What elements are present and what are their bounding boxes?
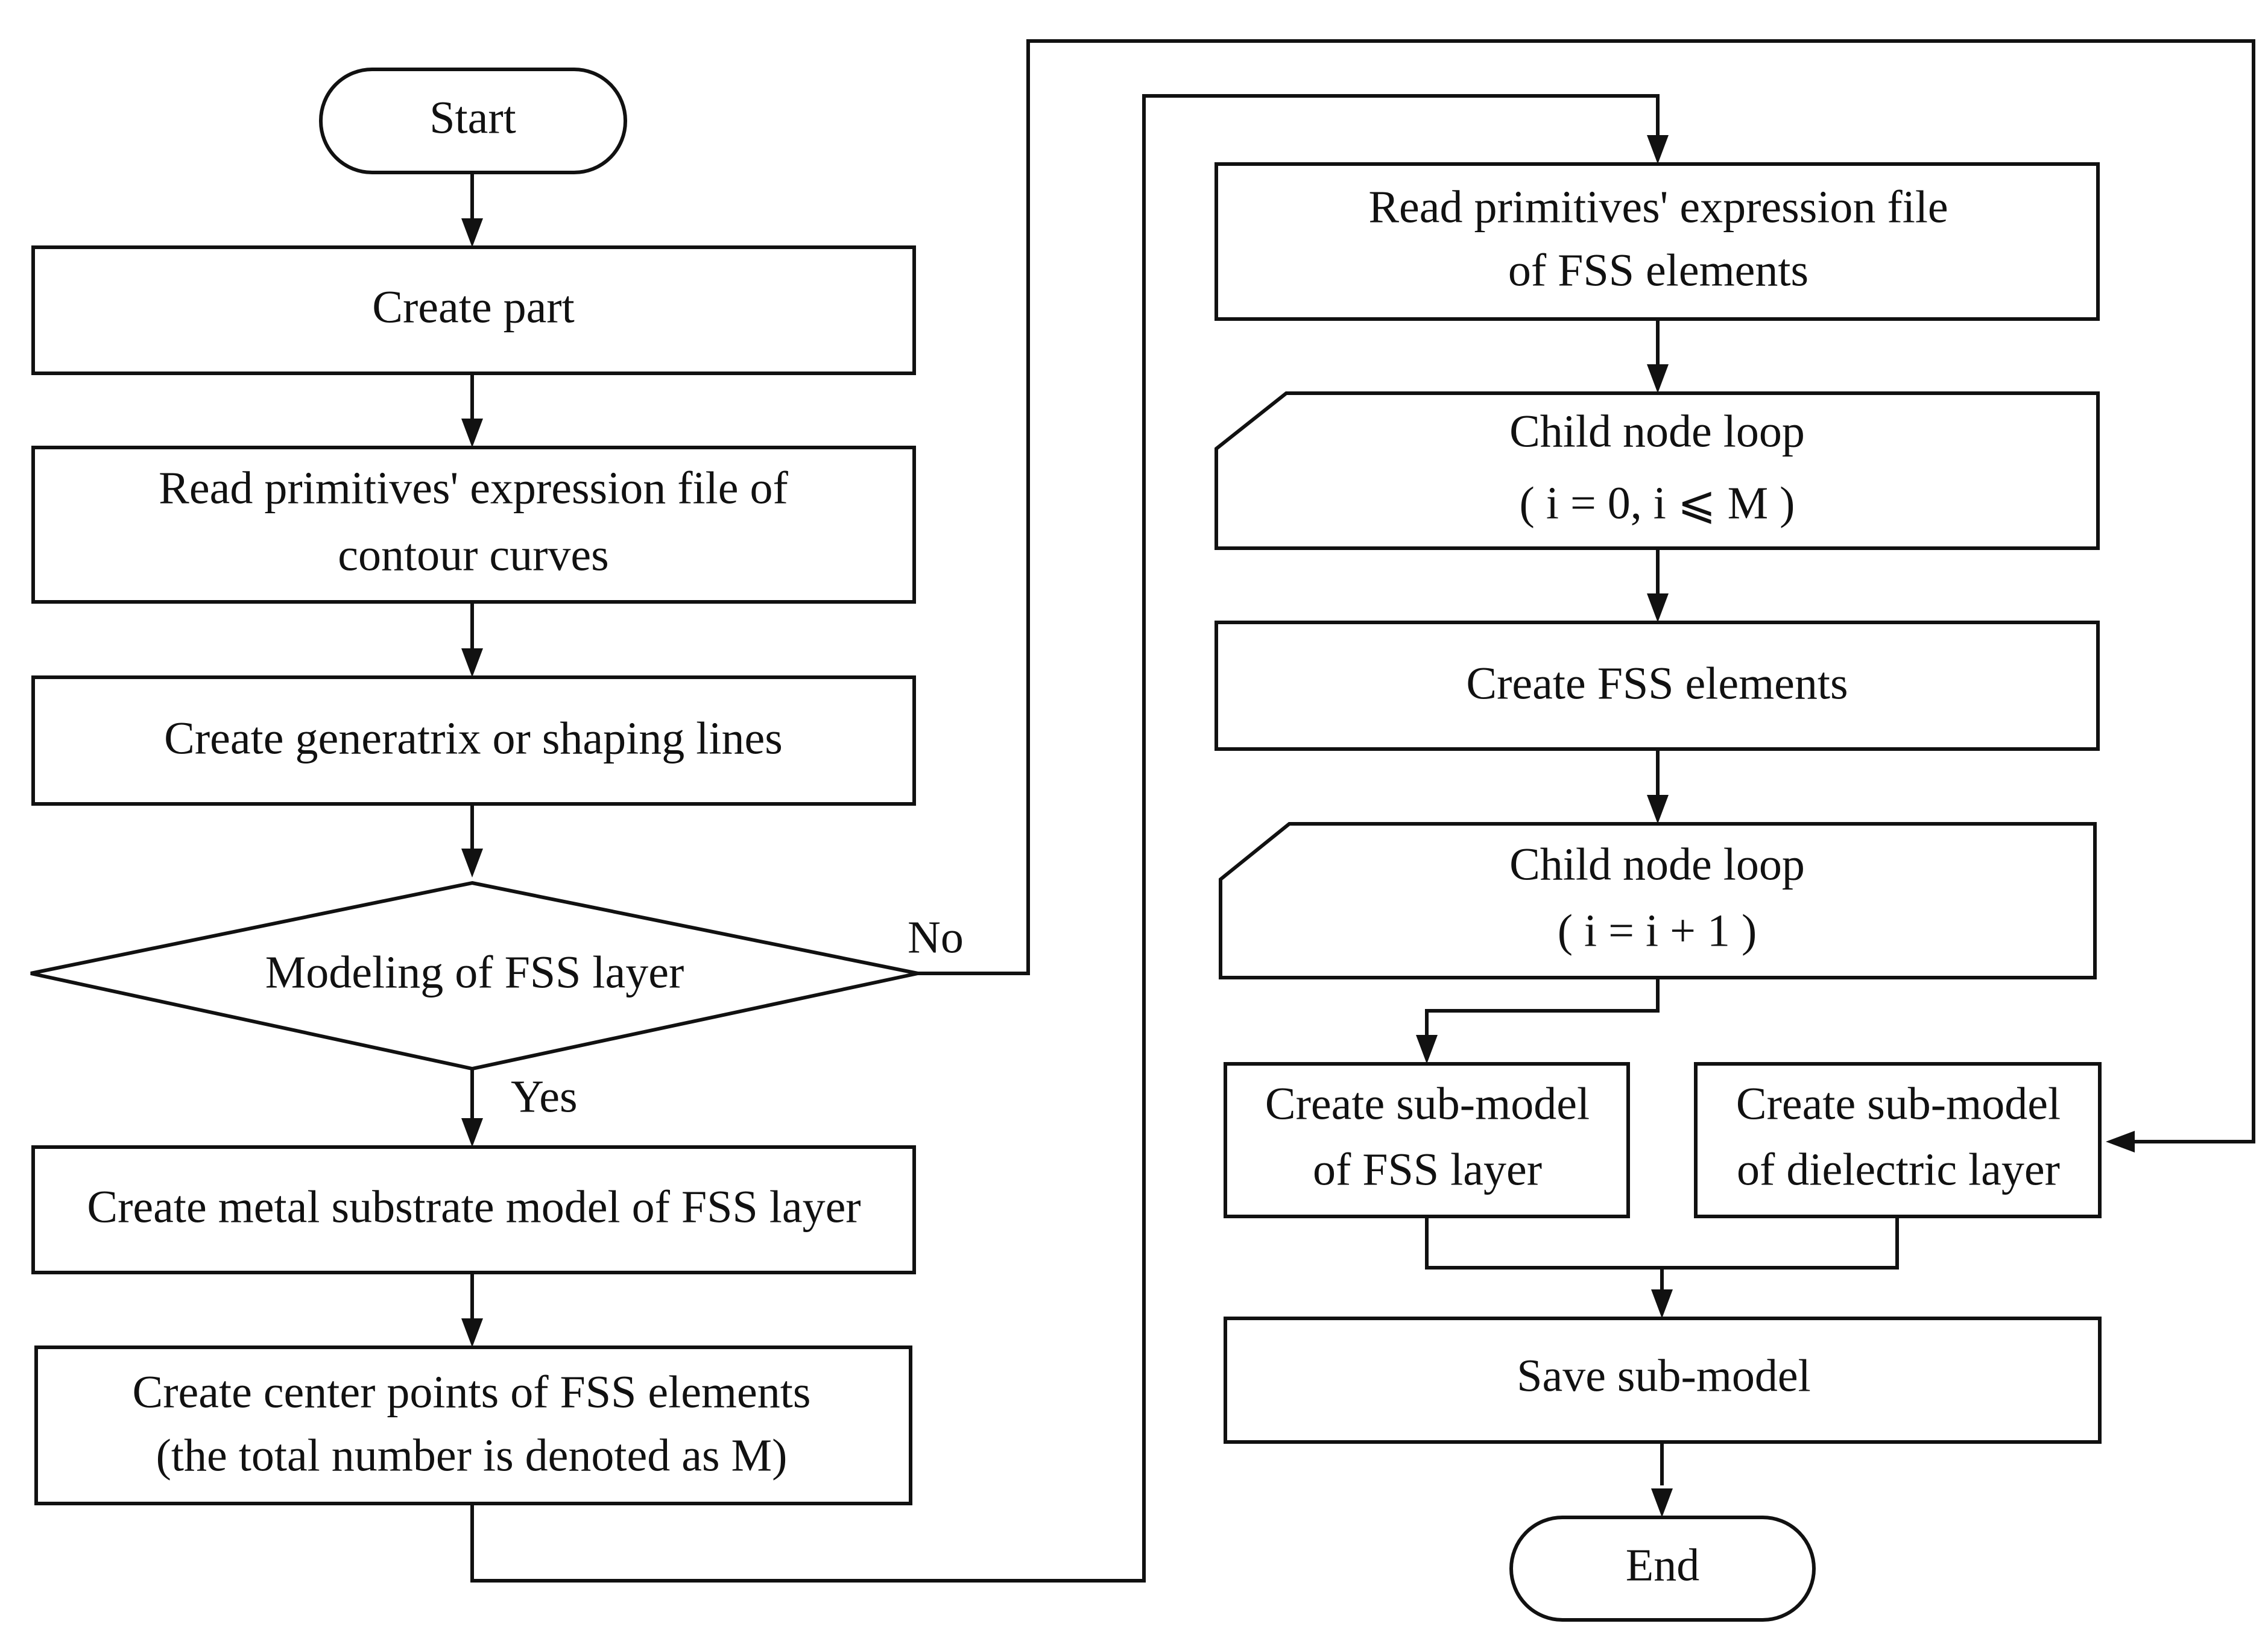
- arrowhead: [1651, 1488, 1673, 1517]
- arrowhead: [1647, 364, 1669, 393]
- read-fss-node: Read primitives' expression file of FSS …: [1215, 162, 2100, 321]
- save-node: Save sub-model: [1224, 1317, 2102, 1444]
- yes-label: Yes: [511, 1071, 578, 1122]
- submodel-dielectric-label-line2: of dielectric layer: [1737, 1144, 2060, 1195]
- save-box: [1224, 1317, 2102, 1444]
- decision-diamond: [30, 881, 918, 1071]
- create-generatrix-node: Create generatrix or shaping lines: [31, 675, 916, 806]
- submodel-fss-label-line1: Create sub-model: [1265, 1078, 1590, 1129]
- create-part-label: Create part: [372, 282, 574, 332]
- create-generatrix-box: [31, 675, 916, 806]
- submodel-dielectric-node: Create sub-model of dielectric layer: [1694, 1062, 2102, 1218]
- arrowhead: [461, 1118, 483, 1147]
- create-fss-elements-node: Create FSS elements: [1215, 621, 2100, 751]
- end-terminal: [1509, 1516, 1816, 1622]
- connector-loop-end-to-submodel: [1425, 978, 1660, 1040]
- create-part-node: Create part: [31, 245, 916, 375]
- submodel-dielectric-label-line1: Create sub-model: [1736, 1078, 2061, 1129]
- connector-decision-no: [918, 39, 2255, 1143]
- end-node: End: [1509, 1516, 1816, 1622]
- read-contour-label-line1: Read primitives' expression file of: [159, 463, 788, 513]
- center-points-label-line2: (the total number is denoted as M): [156, 1430, 788, 1481]
- arrowheads: [461, 135, 2135, 1517]
- loop-end-shape: [1219, 822, 2097, 979]
- loop-start-label-line1: Child node loop: [1509, 406, 1805, 457]
- connector-submodels-merge: [1425, 1216, 1899, 1270]
- loop-start-node: Child node loop ( i = 0, i ⩽ M ): [1215, 391, 2100, 550]
- create-part-box: [31, 245, 916, 375]
- start-node: Start: [319, 68, 627, 174]
- center-points-node: Create center points of FSS elements (th…: [34, 1346, 912, 1505]
- read-contour-label-line2: contour curves: [338, 530, 609, 580]
- arrowhead: [1647, 135, 1669, 164]
- loop-start-shape: [1215, 391, 2100, 550]
- arrowhead: [461, 849, 483, 878]
- metal-substrate-node: Create metal substrate model of FSS laye…: [31, 1145, 916, 1274]
- arrowhead: [1647, 795, 1669, 824]
- read-fss-label-line2: of FSS elements: [1508, 245, 1808, 296]
- end-label: End: [1626, 1540, 1699, 1590]
- decision-label: Modeling of FSS layer: [265, 947, 684, 998]
- start-terminal: [319, 68, 627, 174]
- loop-start-label-line2: ( i = 0, i ⩽ M ): [1520, 478, 1795, 528]
- no-label: No: [908, 912, 964, 963]
- arrowhead: [461, 648, 483, 677]
- submodel-fss-box: [1224, 1062, 1630, 1218]
- arrowhead: [461, 218, 483, 247]
- submodel-fss-label-line2: of FSS layer: [1313, 1144, 1542, 1195]
- loop-end-label-line1: Child node loop: [1509, 839, 1805, 890]
- start-label: Start: [429, 92, 516, 143]
- arrowhead: [461, 419, 483, 447]
- arrowhead: [2106, 1131, 2135, 1153]
- read-fss-label-line1: Read primitives' expression file: [1368, 182, 1948, 232]
- decision-node: Modeling of FSS layer: [30, 881, 918, 1071]
- center-points-label-line1: Create center points of FSS elements: [133, 1367, 811, 1417]
- loop-end-node: Child node loop ( i = i + 1 ): [1219, 822, 2097, 979]
- loop-end-label-line2: ( i = i + 1 ): [1558, 905, 1757, 956]
- read-contour-node: Read primitives' expression file of cont…: [31, 446, 916, 604]
- arrowhead: [1647, 593, 1669, 622]
- arrowhead: [1651, 1289, 1673, 1318]
- connector-center-to-read-fss: [470, 94, 1660, 1583]
- arrowhead: [1416, 1035, 1438, 1064]
- metal-substrate-box: [31, 1145, 916, 1274]
- create-fss-elements-box: [1215, 621, 2100, 751]
- metal-substrate-label: Create metal substrate model of FSS laye…: [87, 1181, 861, 1232]
- submodel-dielectric-box: [1694, 1062, 2102, 1218]
- create-generatrix-label: Create generatrix or shaping lines: [164, 713, 783, 764]
- center-points-box: [34, 1346, 912, 1505]
- create-fss-elements-label: Create FSS elements: [1466, 658, 1848, 709]
- arrowhead: [461, 1318, 483, 1347]
- save-label: Save sub-model: [1517, 1350, 1811, 1401]
- submodel-fss-node: Create sub-model of FSS layer: [1224, 1062, 1630, 1218]
- read-contour-box: [31, 446, 916, 604]
- read-fss-box: [1215, 162, 2100, 321]
